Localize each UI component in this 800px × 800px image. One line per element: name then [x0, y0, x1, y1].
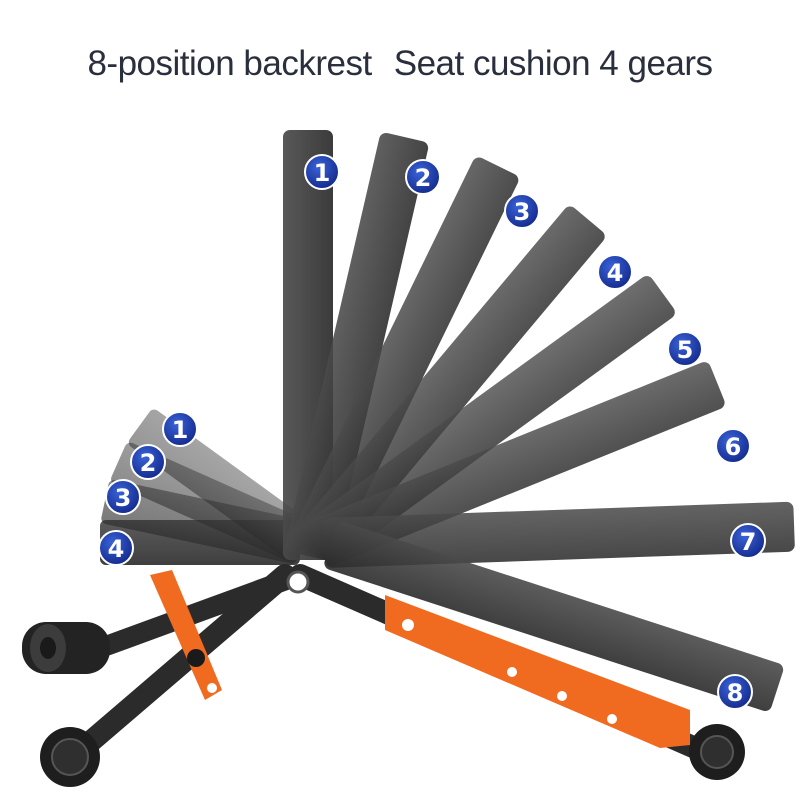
- backrest-badge-2: 2: [405, 159, 441, 195]
- backrest-badge-3: 3: [504, 193, 540, 229]
- wheel-rear: [689, 724, 745, 780]
- foam-roller: [22, 622, 110, 674]
- svg-text:2: 2: [140, 449, 157, 477]
- backrest-pad: [311, 362, 725, 566]
- backrest-pad: [323, 501, 795, 568]
- backrest-badge-4: 4: [597, 254, 633, 290]
- seat-badge-2: 2: [130, 444, 166, 480]
- backrest-support-plate: [385, 595, 690, 748]
- backrest-pad: [324, 521, 784, 712]
- svg-text:6: 6: [725, 433, 742, 461]
- svg-text:3: 3: [514, 198, 531, 226]
- seat-badge-4: 4: [98, 530, 134, 566]
- svg-text:8: 8: [727, 679, 744, 707]
- svg-text:4: 4: [108, 535, 125, 563]
- wheel-front: [40, 727, 100, 787]
- backrest-badge-5: 5: [667, 331, 703, 367]
- backrest-pads: [283, 130, 795, 712]
- seat-caption: Seat cushion 4 gears: [393, 44, 713, 83]
- svg-text:1: 1: [172, 416, 189, 444]
- svg-text:7: 7: [740, 528, 757, 556]
- backrest-badge-1: 1: [304, 154, 340, 190]
- backrest-badge-8: 8: [717, 674, 753, 710]
- svg-text:5: 5: [677, 336, 694, 364]
- backrest-badge-6: 6: [715, 428, 751, 464]
- seat-support-arm: [150, 570, 222, 700]
- title-row: 8-position backrest Seat cushion 4 gears: [0, 44, 800, 84]
- backrest-badge-7: 7: [730, 523, 766, 559]
- backrest-pad: [289, 157, 519, 562]
- seat-badge-1: 1: [162, 411, 198, 447]
- backrest-pad: [285, 132, 429, 561]
- svg-text:1: 1: [314, 159, 331, 187]
- svg-text:2: 2: [415, 164, 432, 192]
- bench-frame: [64, 564, 711, 766]
- svg-text:4: 4: [607, 259, 624, 287]
- backrest-caption: 8-position backrest: [87, 44, 372, 83]
- svg-text:3: 3: [115, 484, 132, 512]
- seat-badge-3: 3: [105, 479, 141, 515]
